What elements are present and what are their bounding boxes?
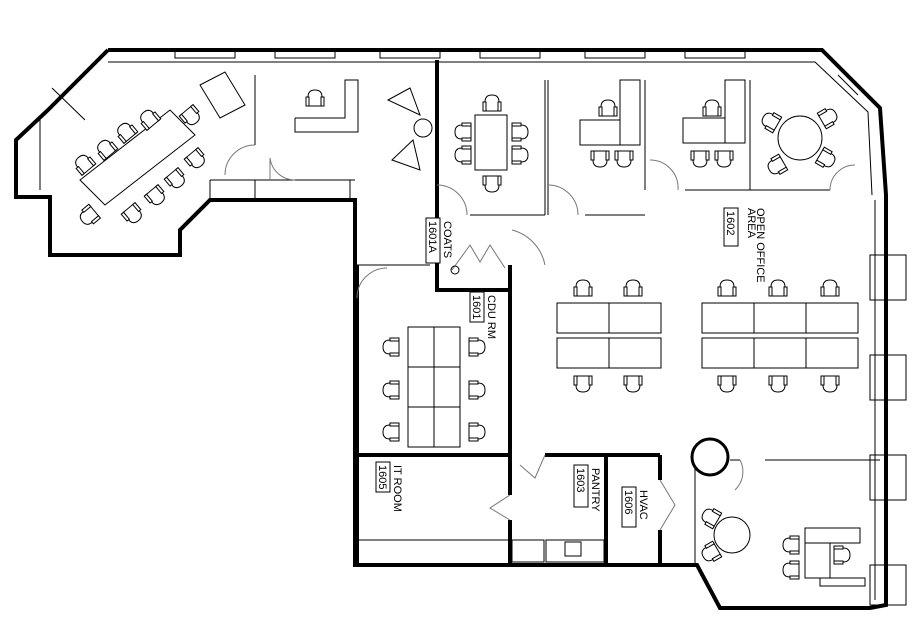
- room-name: IT ROOM: [391, 465, 403, 512]
- room-label-cdu: 1601 CDU RM: [469, 291, 497, 339]
- room-name: PANTRY: [589, 468, 601, 512]
- room-label-coats: 1601A COATS: [425, 217, 453, 264]
- conference-table: [71, 71, 246, 229]
- room-label-hvac: 1606 HVAC: [621, 486, 649, 528]
- room-name: OPEN OFFICE AREA: [745, 208, 766, 286]
- room-name: CDU RM: [485, 295, 497, 339]
- pantry-counter: [511, 539, 605, 563]
- room-number: 1601: [470, 295, 482, 319]
- room-name: COATS: [441, 221, 453, 258]
- room-number: 1602: [724, 211, 736, 235]
- window-mullions: [51, 49, 907, 606]
- cdu-room-tables: [382, 326, 486, 448]
- office-desks: [579, 79, 841, 179]
- exterior-walls: [14, 48, 907, 610]
- column-pillar: [690, 437, 730, 477]
- room-number: 1605: [376, 465, 388, 489]
- room-number: 1603: [574, 468, 586, 492]
- open-office-workstations: [556, 279, 859, 393]
- room-number: 1606: [622, 490, 634, 514]
- reception-desk: [294, 79, 433, 171]
- room-name: HVAC: [637, 490, 649, 520]
- room-label-it-room: 1605 IT ROOM: [375, 461, 403, 512]
- meeting-table: [454, 94, 529, 193]
- room-number: 1601A: [426, 221, 438, 253]
- room-label-pantry: 1603 PANTRY: [573, 464, 601, 512]
- corner-office-furniture: [698, 504, 866, 587]
- doors: [224, 144, 856, 531]
- room-label-open-office: 1602 OPEN OFFICE AREA: [723, 207, 766, 286]
- interior-walls: [209, 60, 880, 565]
